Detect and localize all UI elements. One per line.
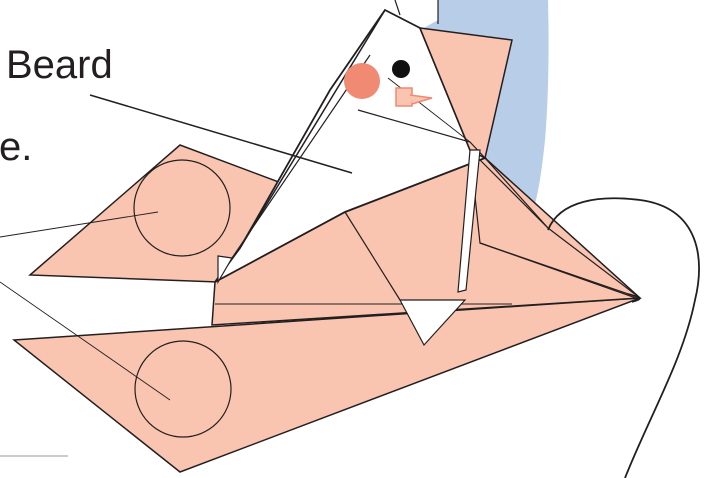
beard-label: Beard (6, 43, 113, 87)
eye-dot (392, 60, 410, 78)
cheek-circle (344, 63, 380, 99)
bottom-flap (14, 298, 640, 472)
cut-off-label: e. (0, 125, 32, 169)
